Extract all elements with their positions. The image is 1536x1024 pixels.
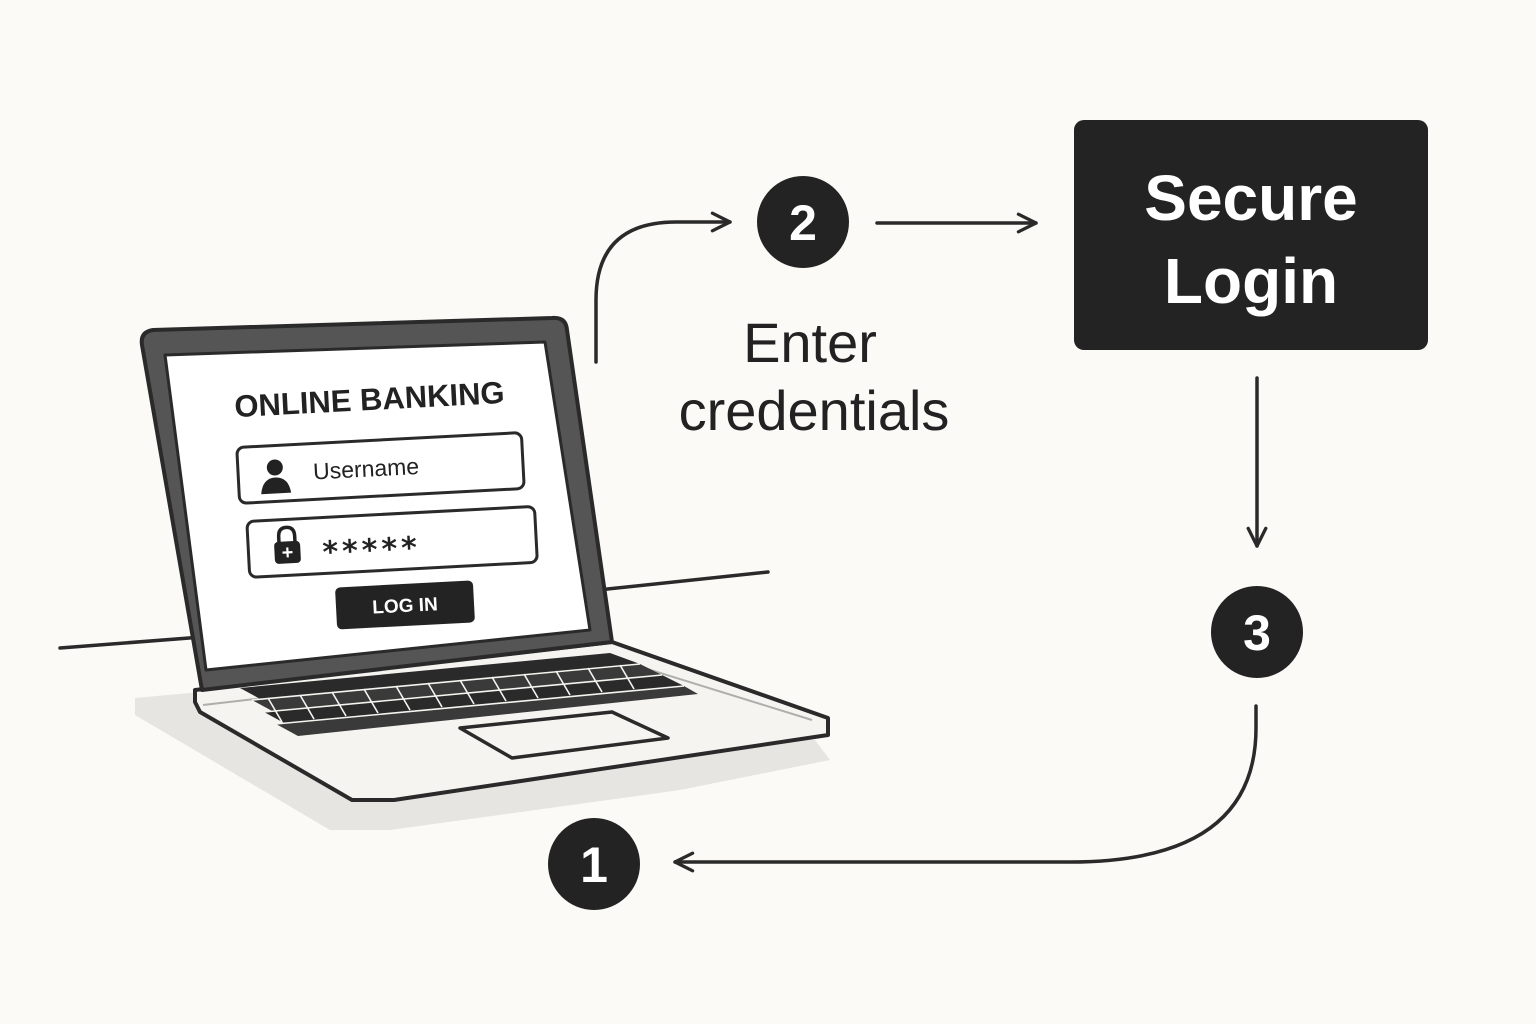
- password-masked-value: *****: [322, 530, 422, 570]
- username-placeholder: Username: [312, 453, 419, 485]
- step-3-badge: 3: [1211, 586, 1303, 678]
- keyboard: [240, 653, 698, 736]
- arrow-laptop-to-step-2: [594, 211, 732, 364]
- desk-line-right: [596, 570, 770, 592]
- step-3-number: 3: [1243, 605, 1271, 661]
- step-2-number: 2: [789, 195, 817, 251]
- laptop-screen: [163, 340, 592, 672]
- lock-icon: [274, 525, 301, 564]
- secure-login-line-2: Login: [1164, 245, 1338, 317]
- user-icon: [261, 459, 292, 495]
- desk-line-left: [58, 634, 217, 650]
- step-2-badge: 2: [757, 176, 849, 268]
- username-field[interactable]: Username: [235, 431, 526, 505]
- arrow-step-3-to-step-1: [673, 704, 1258, 873]
- secure-login-box: Secure Login: [1074, 120, 1428, 350]
- password-field[interactable]: *****: [245, 505, 539, 579]
- caption-line-1: Enter: [743, 311, 877, 374]
- trackpad: [458, 710, 670, 760]
- login-button-label: LOG IN: [372, 594, 438, 618]
- caption-line-2: credentials: [679, 379, 950, 442]
- secure-login-line-1: Secure: [1144, 162, 1357, 234]
- login-button[interactable]: LOG IN: [335, 580, 475, 630]
- step-1-badge: 1: [548, 818, 640, 910]
- step-1-number: 1: [580, 837, 608, 893]
